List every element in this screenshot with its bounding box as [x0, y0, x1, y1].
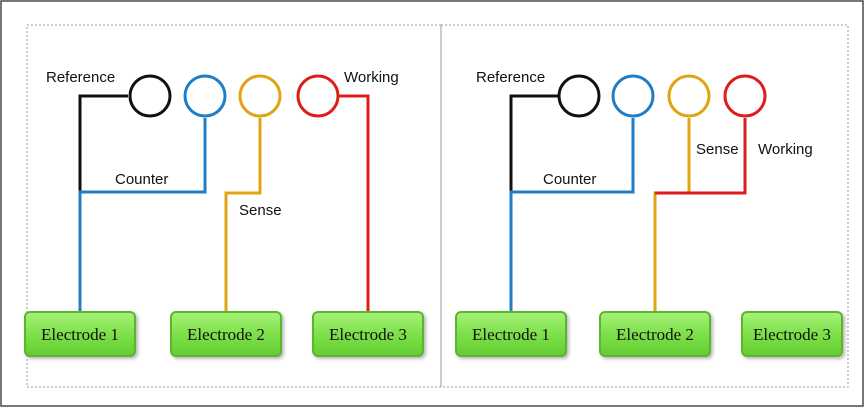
- working-terminal: [723, 74, 767, 118]
- working-label: Working: [758, 141, 813, 158]
- working-terminal: [296, 74, 340, 118]
- electrode-2: Electrode 2: [599, 311, 711, 357]
- sense-terminal: [667, 74, 711, 118]
- electrode-1: Electrode 1: [24, 311, 136, 357]
- counter-wire: [78, 118, 207, 312]
- sense-wire: [224, 118, 262, 312]
- counter-label: Counter: [115, 171, 168, 188]
- counter-label: Counter: [543, 171, 596, 188]
- working-wire: [655, 118, 747, 195]
- counter-terminal: [183, 74, 227, 118]
- electrode-3-label: Electrode 3: [753, 325, 831, 344]
- electrode-1-label: Electrode 1: [41, 325, 119, 344]
- reference-label: Reference: [46, 69, 115, 86]
- counter-terminal: [611, 74, 655, 118]
- electrode-3: Electrode 3: [741, 311, 843, 357]
- reference-wire: [509, 94, 558, 192]
- working-wire: [339, 94, 370, 312]
- panel-left: Reference Counter Sense Working Electrod…: [24, 69, 424, 357]
- working-label: Working: [344, 69, 399, 86]
- electrode-1-label: Electrode 1: [472, 325, 550, 344]
- electrode-3-label: Electrode 3: [329, 325, 407, 344]
- electrode-2-label: Electrode 2: [616, 325, 694, 344]
- electrode-3: Electrode 3: [312, 311, 424, 357]
- panel-right-border: [440, 24, 849, 388]
- sense-label: Sense: [696, 141, 739, 158]
- reference-terminal: [128, 74, 172, 118]
- panel-right: Reference Counter Sense Working Electrod…: [455, 69, 843, 357]
- electrode-1: Electrode 1: [455, 311, 567, 357]
- counter-wire: [509, 118, 635, 312]
- sense-label: Sense: [239, 202, 282, 219]
- electrode-2: Electrode 2: [170, 311, 282, 357]
- electrode-2-label: Electrode 2: [187, 325, 265, 344]
- reference-label: Reference: [476, 69, 545, 86]
- reference-terminal: [557, 74, 601, 118]
- reference-wire: [78, 94, 128, 192]
- sense-terminal: [238, 74, 282, 118]
